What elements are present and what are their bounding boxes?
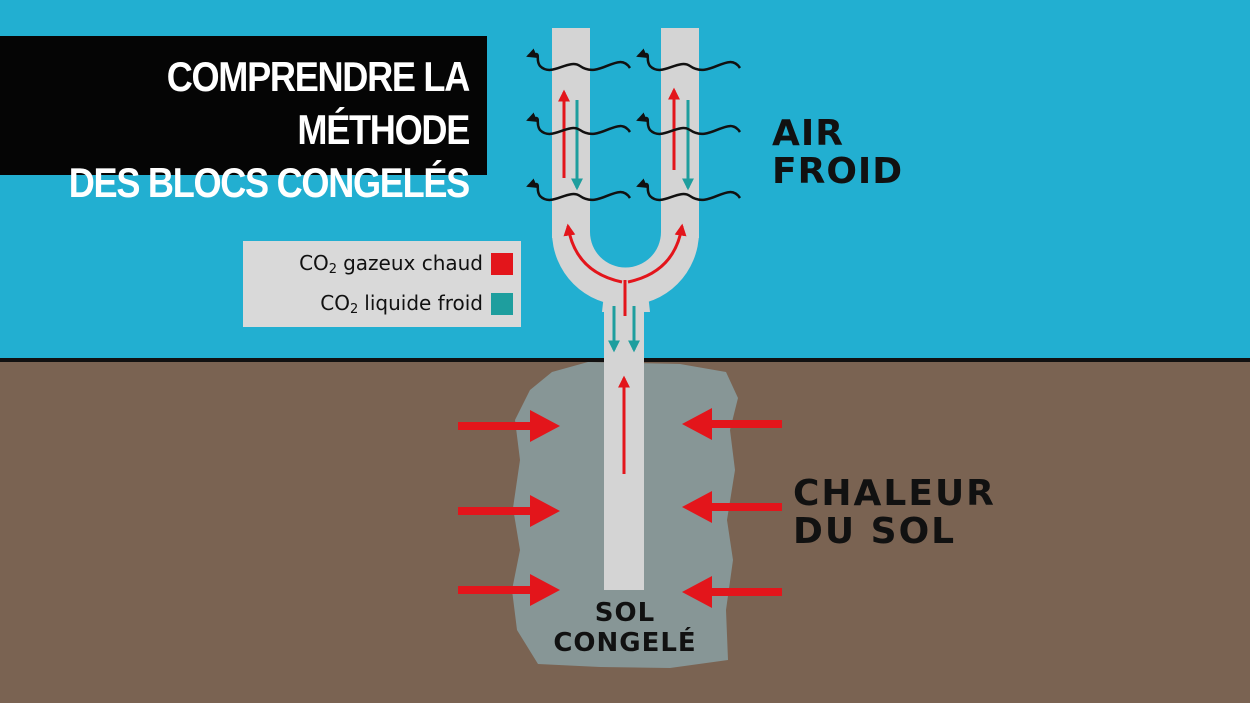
soil-heat-label: CHALEUR DU SOL bbox=[793, 475, 996, 551]
legend-item-cold-liquid: CO2 liquide froid bbox=[320, 291, 513, 317]
title-box: COMPRENDRE LA MÉTHODE DES BLOCS CONGELÉS bbox=[0, 36, 487, 206]
legend-item-hot-gas: CO2 gazeux chaud bbox=[299, 251, 513, 277]
legend-text: liquide froid bbox=[364, 291, 483, 315]
swirl-arrow bbox=[526, 48, 632, 72]
pipe-u-bend bbox=[552, 232, 699, 306]
air-label-line-1: AIR bbox=[772, 113, 844, 154]
legend-swatch-hot bbox=[491, 253, 513, 275]
legend-subscript: 2 bbox=[328, 262, 338, 277]
hot-arrow-u-left bbox=[563, 223, 623, 284]
frozen-label-line-1: SOL bbox=[594, 598, 656, 628]
frozen-label-line-2: CONGELÉ bbox=[553, 628, 697, 658]
legend-prefix: CO bbox=[299, 251, 329, 275]
swirl-arrow bbox=[526, 178, 632, 202]
heat-arrow-left bbox=[458, 410, 560, 442]
swirl-arrow bbox=[636, 48, 742, 72]
swirl-arrow bbox=[526, 112, 632, 136]
heat-arrow-right bbox=[682, 576, 782, 608]
heat-label-line-2: DU SOL bbox=[793, 511, 957, 552]
title-line-2: DES BLOCS CONGELÉS bbox=[68, 159, 471, 206]
title-line-1: COMPRENDRE LA MÉTHODE bbox=[166, 53, 471, 153]
legend-label-hot: CO2 gazeux chaud bbox=[299, 251, 483, 277]
cold-air-swirls bbox=[526, 48, 742, 202]
legend-subscript: 2 bbox=[350, 302, 359, 317]
flow-arrows bbox=[558, 87, 694, 474]
legend-swatch-cold bbox=[491, 293, 513, 315]
air-froid-label: AIR FROID bbox=[772, 115, 903, 191]
swirl-arrow bbox=[636, 178, 742, 202]
legend-prefix: CO bbox=[320, 291, 350, 315]
legend-label-cold: CO2 liquide froid bbox=[320, 291, 483, 317]
swirl-arrow bbox=[636, 112, 742, 136]
heat-arrow-left bbox=[458, 495, 560, 527]
heat-label-line-1: CHALEUR bbox=[793, 473, 996, 514]
air-label-line-2: FROID bbox=[772, 151, 904, 192]
frozen-soil-label: SOL CONGELÉ bbox=[540, 598, 710, 658]
heat-arrow-left bbox=[458, 574, 560, 606]
heat-arrow-right bbox=[682, 408, 782, 440]
heat-arrow-right bbox=[682, 491, 782, 523]
hot-arrow-u-right bbox=[627, 223, 687, 284]
soil-heat-arrows bbox=[458, 408, 782, 608]
legend-text: gazeux chaud bbox=[343, 251, 483, 275]
